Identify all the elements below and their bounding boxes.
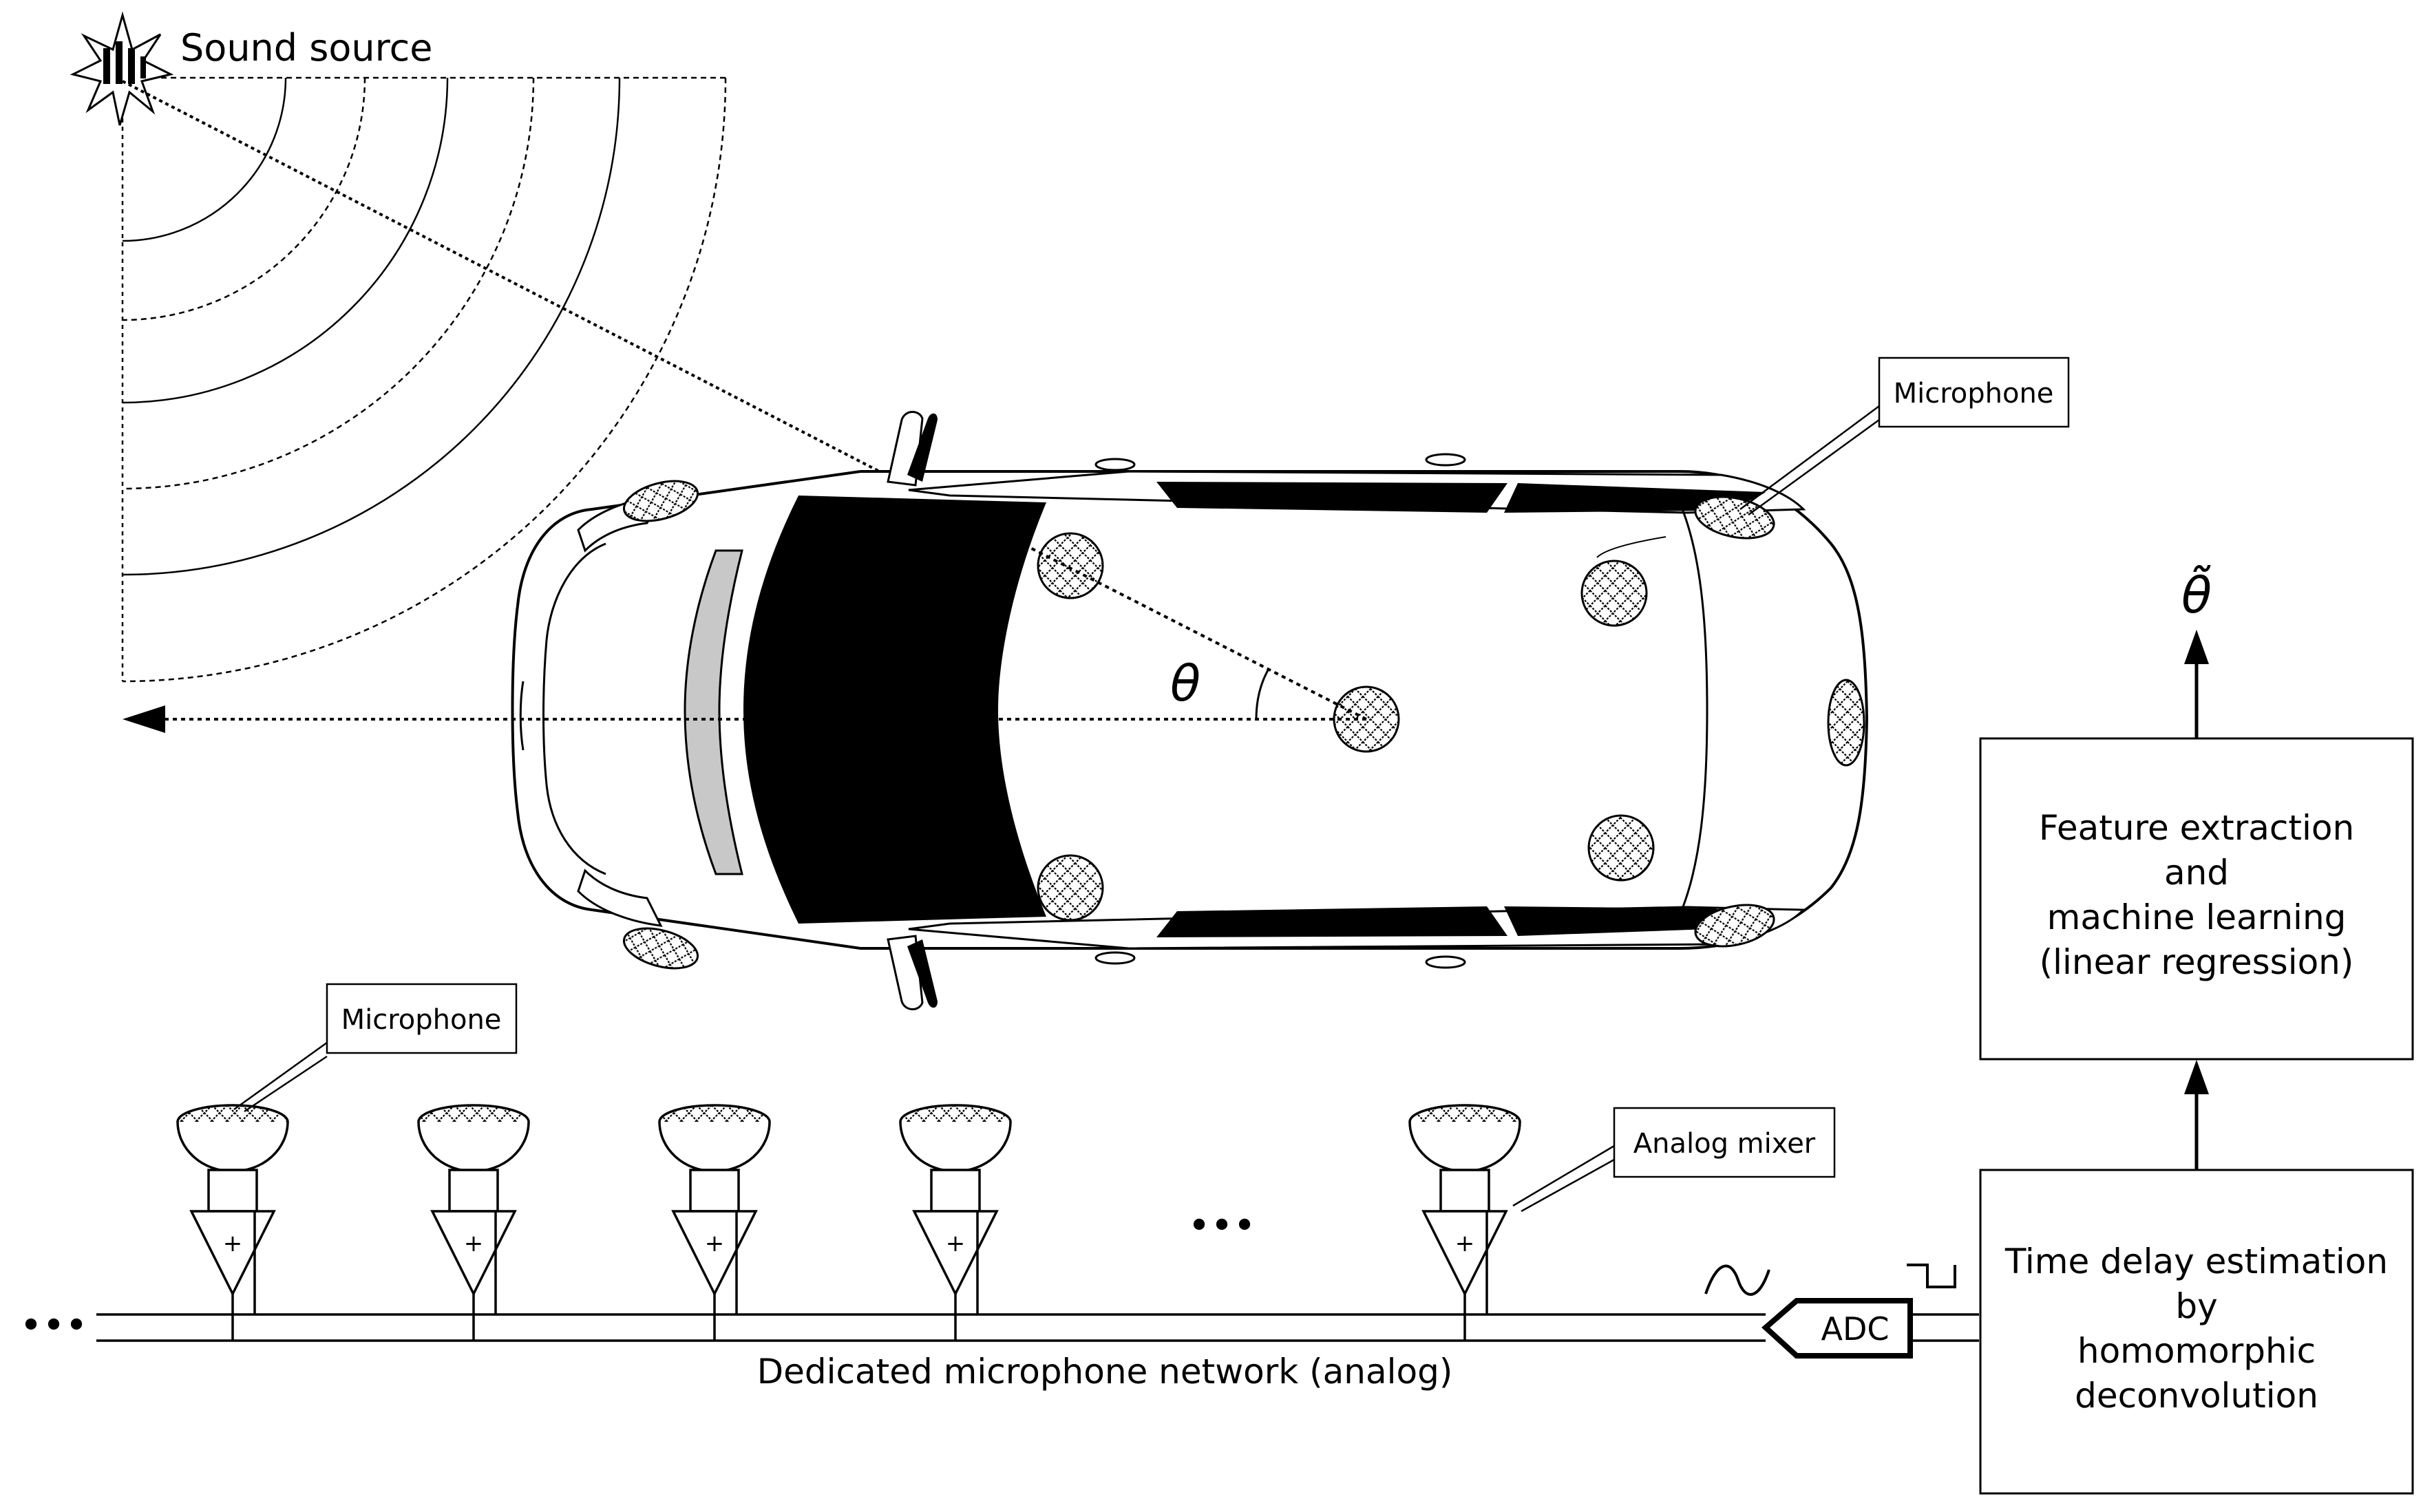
analog-mixer-label: Analog mixer — [1633, 1128, 1816, 1160]
mixer-plus: + — [223, 1230, 243, 1257]
time-delay-line-2: by — [2175, 1286, 2217, 1326]
mixer-plus: + — [1455, 1230, 1475, 1257]
microphone-icon — [1694, 496, 1775, 540]
time-delay-line-1: Time delay estimation — [2004, 1242, 2388, 1281]
angle-ray — [1022, 542, 1367, 721]
time-delay-line-4: deconvolution — [2075, 1376, 2318, 1416]
feature-extraction-block: Feature extraction and machine learning … — [1979, 737, 2414, 1061]
sound-wave-quadrant — [121, 69, 727, 683]
microphone-icon — [1587, 814, 1655, 882]
time-delay-line-3: homomorphic — [2077, 1331, 2316, 1371]
microphone-callout-top: Microphone — [1739, 356, 2070, 516]
sound-source-label: Sound source — [180, 26, 433, 70]
array-microphone-2 — [417, 1104, 530, 1341]
array-microphone-1 — [176, 1104, 289, 1341]
forward-arrowhead — [123, 705, 165, 733]
microphone-icon — [1694, 904, 1775, 948]
analog-signal-icon — [1704, 1264, 1770, 1296]
feature-line-1: Feature extraction — [2039, 808, 2354, 848]
adc-block: ADC — [1761, 1298, 1913, 1359]
microphone-icon — [1037, 854, 1104, 922]
analog-mixer-callout: Analog mixer — [1512, 1107, 1836, 1213]
feature-line-3: machine learning — [2047, 897, 2347, 937]
array-microphone-4 — [899, 1104, 1012, 1341]
microphone-icon — [1037, 532, 1104, 599]
microphone-array — [176, 1104, 1521, 1341]
array-microphone-5 — [1408, 1104, 1521, 1341]
mixer-plus: + — [946, 1230, 966, 1257]
theta-estimate-symbol: θ̃ — [2181, 565, 2212, 624]
car-top-view — [511, 411, 1869, 1010]
microphone-icon — [622, 927, 699, 970]
theta-symbol: θ — [1170, 654, 1200, 712]
feature-line-2: and — [2164, 853, 2229, 893]
sound-path-line — [122, 80, 916, 491]
adc-label: ADC — [1821, 1310, 1889, 1348]
array-microphone-3 — [658, 1104, 771, 1341]
ellipsis-left: ••• — [19, 1303, 87, 1348]
flow-arrows — [2184, 630, 2209, 1170]
microphone-callout-bottom: Microphone — [233, 983, 518, 1113]
network-label: Dedicated microphone network (analog) — [757, 1352, 1453, 1392]
microphone-icon — [1827, 679, 1865, 767]
angle-arc — [1255, 668, 1270, 720]
time-delay-estimation-block: Time delay estimation by homomorphic dec… — [1979, 1169, 2414, 1495]
sound-source-icon — [70, 11, 174, 126]
car-microphones — [622, 480, 1865, 970]
microphone-label-bottom: Microphone — [341, 1004, 502, 1036]
analog-network-bus — [96, 1313, 1979, 1342]
microphone-icon — [622, 480, 699, 522]
feature-line-4: (linear regression) — [2040, 942, 2354, 982]
microphone-label-top: Microphone — [1894, 378, 2054, 409]
mixer-plus: + — [705, 1230, 725, 1257]
microphone-icon — [1580, 560, 1648, 627]
mixer-plus: + — [464, 1230, 484, 1257]
ellipsis-middle: ••• — [1187, 1204, 1256, 1248]
mixer-signs: + + + + + — [223, 1230, 1475, 1257]
digital-signal-icon — [1907, 1264, 1956, 1288]
